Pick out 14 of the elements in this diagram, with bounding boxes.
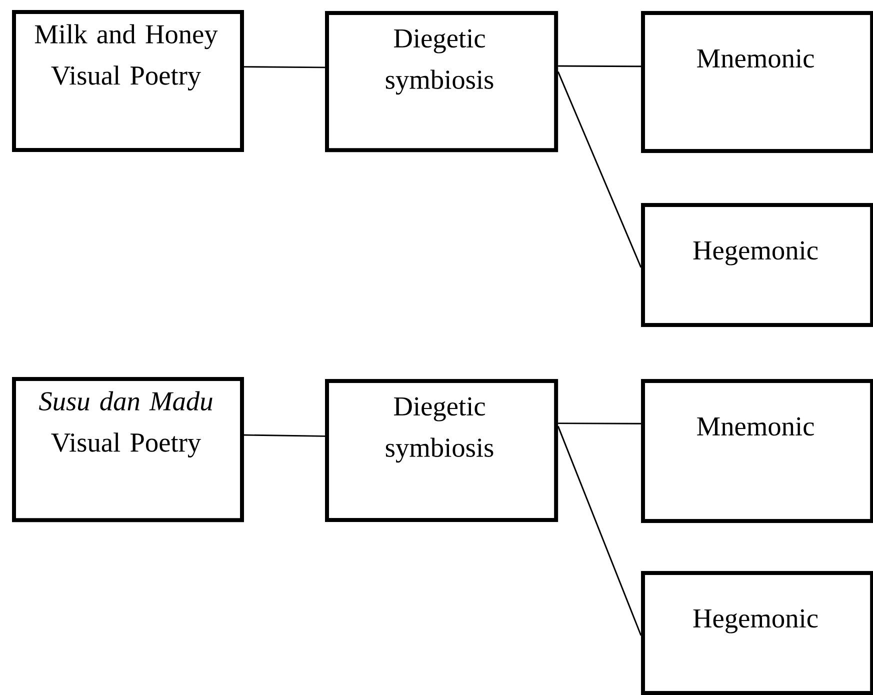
connector-line	[558, 422, 642, 424]
box: Mnemonic	[641, 379, 873, 523]
connector-line	[557, 426, 642, 636]
box: Diegetic symbiosis	[325, 11, 558, 152]
connector-line	[557, 71, 642, 268]
box: Hegemonic	[641, 571, 873, 695]
connector-line	[244, 66, 326, 68]
connector-line	[558, 65, 642, 68]
box: Mnemonic	[641, 11, 873, 153]
connector-line	[244, 434, 326, 437]
box: Milk and Honey Visual Poetry	[12, 10, 244, 152]
box: Diegetic symbiosis	[325, 379, 558, 522]
box: Hegemonic	[641, 203, 873, 327]
box: Susu dan Madu Visual Poetry	[12, 377, 244, 522]
